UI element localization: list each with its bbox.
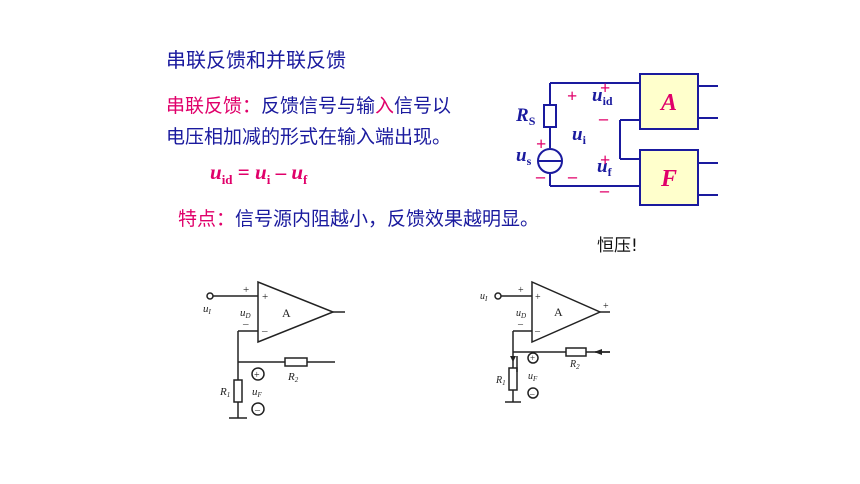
c1-amp-label: A — [282, 306, 291, 320]
c2-plus-outer: + — [518, 285, 524, 296]
formula-a-sub: i — [266, 172, 271, 188]
sign-minus-source: – — [535, 166, 546, 186]
fb-label: F — [660, 166, 677, 192]
uf-label: uf — [597, 156, 613, 179]
feedback-block — [639, 149, 699, 206]
feature-text: 信号源内阻越小，反馈效果越明显。 — [235, 208, 540, 230]
opamp-2 — [531, 280, 602, 344]
formula-lhs: u — [210, 160, 222, 184]
feature-label: 特点： — [178, 208, 236, 230]
formula-b-sub: f — [303, 172, 308, 188]
c2-r2-label: R2 — [569, 359, 580, 371]
feature-line: 特点：信号源内阻越小，反馈效果越明显。 — [178, 204, 539, 231]
input-terminal-2 — [494, 292, 502, 300]
c2-amp-label: A — [554, 305, 563, 319]
definition-line-1: 串联反馈：反馈信号与输入信号以 — [166, 91, 451, 118]
c1-minus-outer: – — [242, 318, 249, 330]
sign-minus-bottom: – — [567, 166, 578, 186]
c1-minus-inner: – — [261, 325, 268, 337]
uf-plus-circle-1 — [251, 367, 265, 381]
c2-circ-plus: + — [530, 353, 535, 363]
sign-minus-uid: – — [598, 108, 609, 128]
constant-voltage-note: 恒压! — [597, 236, 638, 256]
block-diagram-wires — [549, 82, 718, 196]
c2-out-plus: + — [603, 301, 609, 312]
definition-line1-end: 信号以 — [394, 95, 452, 117]
definition-line-2: 电压相加减的形式在输入端出现。 — [166, 126, 452, 148]
left-arrow-icon — [594, 349, 602, 355]
c1-plus-outer: + — [243, 284, 249, 296]
amp-label: A — [659, 90, 677, 116]
sign-plus-top: + — [567, 86, 577, 106]
c1-r1-label: R1 — [219, 386, 230, 399]
feedback-formula: uid = ui – uf — [210, 160, 307, 188]
rs-label: RS — [515, 105, 536, 128]
page-title: 串联反馈和并联反馈 — [166, 48, 346, 72]
formula-eq: = — [232, 160, 255, 184]
sign-plus-source: + — [536, 134, 546, 154]
uf-plus-circle-2 — [527, 352, 539, 364]
definition-line1-text: 反馈信号与输 — [261, 95, 376, 117]
c1-circ-plus: + — [254, 370, 260, 381]
sign-plus-uid: + — [600, 78, 610, 98]
definition-term: 串联反馈： — [166, 95, 262, 117]
formula-minus: – — [270, 160, 292, 184]
uf-minus-circle-1 — [251, 402, 265, 416]
amplifier-block — [639, 73, 699, 130]
c2-minus-inner: – — [534, 326, 541, 337]
formula-a: u — [255, 160, 267, 184]
c2-plus-inner: + — [535, 292, 541, 303]
sign-plus-uf: + — [600, 150, 610, 170]
c1-r2-label: R2 — [287, 371, 299, 384]
c1-input-label: uI — [203, 303, 212, 316]
down-arrow-icon — [510, 356, 516, 362]
r2-resistor-2 — [565, 347, 587, 357]
ui-label: ui — [572, 124, 587, 147]
formula-b: u — [291, 160, 303, 184]
formula-lhs-sub: id — [221, 172, 233, 188]
c1-ud-label: uD — [240, 307, 251, 320]
c2-input-label: uI — [480, 291, 488, 303]
opamp-1 — [257, 280, 336, 344]
us-label: us — [516, 145, 532, 168]
c2-uf-label: uF — [528, 371, 538, 383]
c1-circ-minus: – — [254, 405, 261, 416]
uid-label: uid — [592, 85, 613, 108]
c1-uf-label: uF — [252, 386, 263, 399]
definition-highlight: 入 — [375, 95, 395, 117]
c1-plus-inner: + — [262, 291, 268, 303]
c2-ud-label: uD — [516, 308, 526, 320]
c2-circ-minus: – — [529, 389, 535, 399]
c2-minus-outer: – — [517, 319, 524, 330]
rs-resistor — [543, 104, 557, 128]
c2-r1-label: R1 — [495, 375, 506, 387]
r1-resistor-2 — [508, 367, 518, 391]
sign-minus-uf: – — [599, 180, 610, 200]
uf-minus-circle-2 — [527, 387, 539, 399]
